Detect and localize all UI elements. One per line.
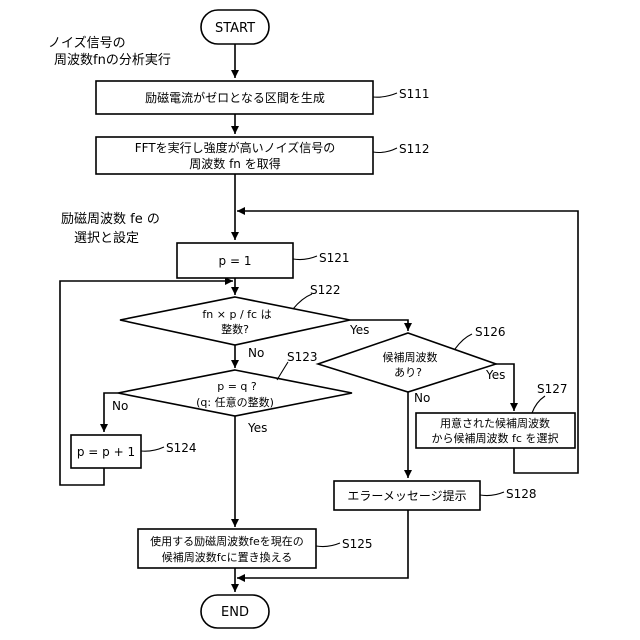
step-s121: p = 1 S121 bbox=[177, 243, 350, 278]
step-s125: 使用する励磁周波数feを現在の 候補周波数fcに置き換える S125 bbox=[138, 529, 373, 568]
decision-s122-id: S122 bbox=[310, 283, 341, 297]
step-s128-leader bbox=[480, 492, 504, 496]
step-s112-text-line1: FFTを実行し強度が高いノイズ信号の bbox=[135, 140, 336, 155]
decision-s126-no: No bbox=[414, 391, 430, 405]
step-s125-leader bbox=[316, 543, 340, 547]
end-terminal: END bbox=[201, 595, 269, 628]
step-s112-leader bbox=[373, 148, 397, 153]
step-s112: FFTを実行し強度が高いノイズ信号の 周波数 fn を取得 S112 bbox=[96, 137, 430, 174]
start-label: START bbox=[215, 21, 255, 36]
step-s121-id: S121 bbox=[319, 251, 350, 265]
decision-s123-id: S123 bbox=[287, 350, 318, 364]
decision-s123-text-line2: (q: 任意の整数) bbox=[196, 395, 274, 409]
step-s128: エラーメッセージ提示 S128 bbox=[334, 481, 537, 510]
note-noise-analysis: ノイズ信号の 周波数fnの分析実行 bbox=[48, 35, 171, 68]
step-s127-text-line2: から候補周波数 fc を選択 bbox=[432, 431, 559, 445]
decision-s122: fn × p / fc は 整数? S122 Yes No bbox=[120, 283, 369, 360]
step-s125-text-line1: 使用する励磁周波数feを現在の bbox=[150, 535, 304, 548]
decision-s123-text-line1: p = q ? bbox=[217, 380, 257, 393]
decision-s123-no: No bbox=[112, 399, 128, 413]
end-label: END bbox=[221, 605, 249, 620]
step-s127-leader bbox=[532, 396, 545, 413]
decision-s122-no: No bbox=[248, 346, 264, 360]
step-s125-text-line2: 候補周波数fcに置き換える bbox=[162, 550, 293, 564]
decision-s122-text-line1: fn × p / fc は bbox=[202, 308, 271, 321]
decision-s126-leader bbox=[455, 334, 472, 349]
step-s128-id: S128 bbox=[506, 487, 537, 501]
step-s125-id: S125 bbox=[342, 537, 373, 551]
step-s112-text-line2: 周波数 fn を取得 bbox=[189, 156, 280, 171]
decision-s126-yes: Yes bbox=[485, 368, 505, 382]
step-s124-id: S124 bbox=[166, 441, 197, 455]
decision-s123-leader bbox=[277, 362, 288, 380]
step-s124-leader bbox=[141, 447, 164, 451]
step-s111-leader bbox=[373, 93, 397, 97]
note-freq-line1: 励磁周波数 fe の bbox=[61, 212, 160, 227]
start-terminal: START bbox=[201, 10, 269, 44]
step-s111-text: 励磁電流がゼロとなる区間を生成 bbox=[145, 90, 325, 105]
decision-s126-text-line2: あり? bbox=[394, 366, 422, 379]
step-s111: 励磁電流がゼロとなる区間を生成 S111 bbox=[96, 81, 430, 114]
note-freq-line2: 選択と設定 bbox=[74, 230, 139, 246]
decision-s123: p = q ? (q: 任意の整数) S123 No Yes bbox=[112, 350, 352, 435]
step-s124-text: p = p + 1 bbox=[77, 445, 135, 459]
note-freq-selection: 励磁周波数 fe の 選択と設定 bbox=[61, 212, 160, 246]
step-s127: 用意された候補周波数 から候補周波数 fc を選択 S127 bbox=[416, 382, 575, 448]
decision-s126-id: S126 bbox=[475, 325, 506, 339]
note-noise-line2: 周波数fnの分析実行 bbox=[54, 52, 171, 68]
decision-s122-yes: Yes bbox=[349, 323, 369, 337]
step-s121-leader bbox=[293, 256, 317, 260]
step-s127-id: S127 bbox=[537, 382, 568, 396]
decision-s123-yes: Yes bbox=[247, 421, 267, 435]
step-s111-id: S111 bbox=[399, 87, 430, 101]
step-s128-text: エラーメッセージ提示 bbox=[347, 488, 466, 503]
decision-s122-text-line2: 整数? bbox=[221, 322, 249, 336]
step-s127-text-line1: 用意された候補周波数 bbox=[440, 416, 550, 430]
step-s124: p = p + 1 S124 bbox=[71, 435, 197, 468]
note-noise-line1: ノイズ信号の bbox=[48, 35, 126, 51]
step-s112-id: S112 bbox=[399, 142, 430, 156]
decision-s126-text-line1: 候補周波数 bbox=[383, 350, 438, 364]
step-s121-text: p = 1 bbox=[219, 254, 252, 268]
